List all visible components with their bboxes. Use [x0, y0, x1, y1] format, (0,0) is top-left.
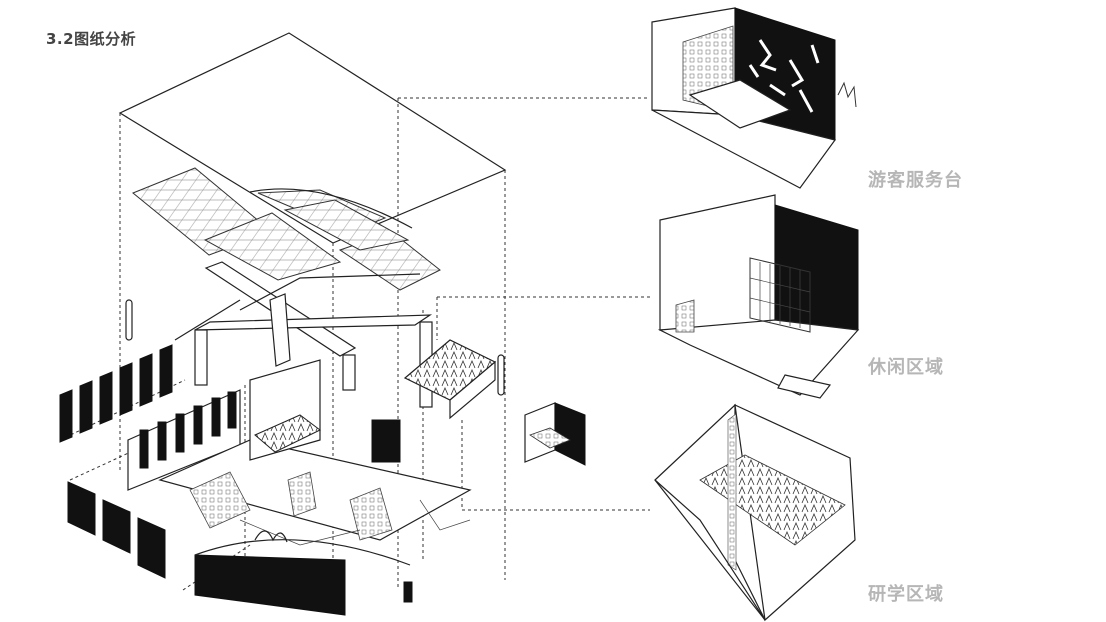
- zone-thumbnail-service: [651, 7, 857, 189]
- ceiling-grid: [132, 167, 441, 291]
- zone-label-leisure: 休闲区域: [868, 357, 944, 378]
- ground-floor-interior: [158, 359, 472, 603]
- zone-label-service: 游客服务台: [868, 170, 963, 191]
- detached-module: [524, 402, 586, 466]
- lower-black-screens: [67, 481, 411, 616]
- zone-thumbnail-leisure: [657, 194, 860, 399]
- light-tube-left: [125, 299, 133, 341]
- light-tube-right: [497, 354, 505, 396]
- duct-beams: [174, 261, 433, 408]
- tiered-seating-upper: [403, 339, 497, 420]
- black-wall-panels: [59, 344, 173, 443]
- zone-thumbnail-study: [654, 403, 856, 622]
- zone-label-study: 研学区域: [868, 584, 944, 605]
- exploded-building: [59, 32, 650, 616]
- slotted-wall: [127, 389, 241, 491]
- page-title: 3.2图纸分析: [46, 30, 137, 48]
